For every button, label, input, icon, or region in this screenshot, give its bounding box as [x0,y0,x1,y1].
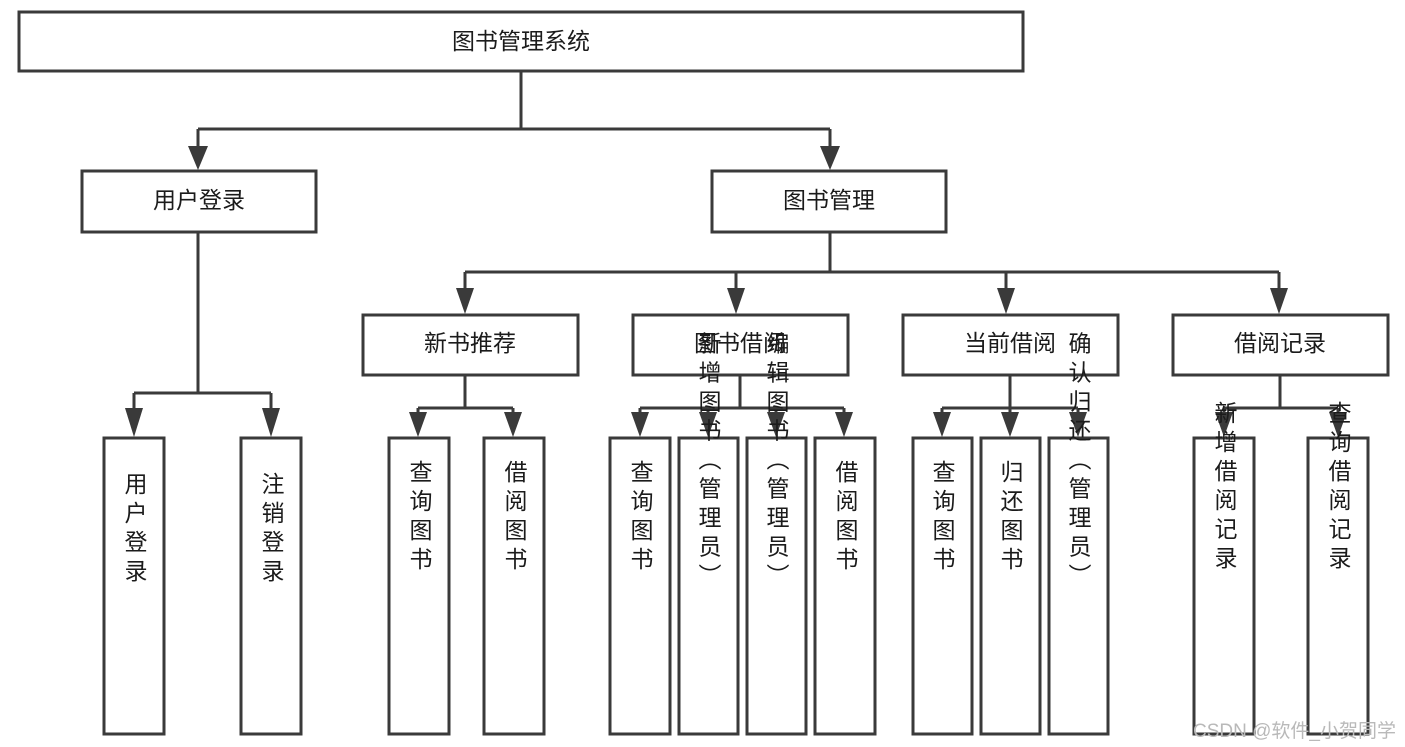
node-newbook[interactable]: 新书推荐 [361,313,580,377]
arrowhead-login [188,146,208,170]
node-bookmgmt-label: 图书管理 [783,187,875,213]
node-leaf-current-confirm-box[interactable] [1047,436,1110,736]
node-leaf-borrow-query-box[interactable] [608,436,672,736]
arrowhead-leaf-records-add [1215,412,1233,437]
node-leaf-records-add-label: 新增借阅记录 [1211,401,1238,575]
arrowhead-leaf-borrow-edit [767,412,785,437]
arrowhead-records [1270,288,1288,314]
node-leaf-borrow-lend-box[interactable] [813,436,877,736]
node-leaf-newbook-borrow-label: 借阅图书 [501,460,528,576]
node-leaf-borrow-query[interactable]: 查询图书 [608,436,672,736]
arrowhead-leaf-newbook-query [409,412,427,437]
arrowhead-newbook [456,288,474,314]
node-leaf-newbook-query-box[interactable] [387,436,451,736]
node-records-label: 借阅记录 [1234,330,1326,356]
node-current-label: 当前借阅 [964,330,1056,356]
node-borrow-box[interactable] [631,313,850,377]
node-leaf-borrow-lend[interactable]: 借阅图书 [813,436,877,736]
node-newbook-box[interactable] [361,313,580,377]
node-leaf-user-login-label: 用户登录 [121,472,148,588]
node-login[interactable]: 用户登录 [80,169,318,234]
node-leaf-newbook-query[interactable]: 查询图书 [387,436,451,736]
node-leaf-user-login-box[interactable] [102,436,166,736]
node-bookmgmt-box[interactable] [710,169,948,234]
node-root-box[interactable] [17,10,1025,73]
node-leaf-user-logout[interactable]: 注销登录 [239,436,303,736]
node-leaf-current-query-box[interactable] [911,436,974,736]
arrowhead-leaf-user-login [125,408,143,437]
connector-layer [125,72,1347,437]
node-leaf-records-query[interactable]: 查询借阅记录 [1306,401,1370,736]
node-leaf-records-add-box[interactable] [1192,436,1256,736]
node-leaf-user-logout-box[interactable] [239,436,303,736]
node-bookmgmt[interactable]: 图书管理 [710,169,948,234]
node-leaf-newbook-borrow[interactable]: 借阅图书 [482,436,546,736]
arrowhead-bookmgmt [820,146,840,170]
arrowhead-leaf-current-confirm [1069,412,1087,437]
node-leaf-current-return-box[interactable] [979,436,1042,736]
node-login-box[interactable] [80,169,318,234]
arrowhead-borrow [727,288,745,314]
node-leaf-current-query-label: 查询图书 [929,460,956,576]
node-leaf-current-confirm[interactable]: 确认归还（管理员） [1047,332,1110,736]
node-newbook-label: 新书推荐 [424,330,516,356]
node-login-label: 用户登录 [153,187,245,213]
node-leaf-borrow-lend-label: 借阅图书 [832,460,859,576]
node-leaf-borrow-edit-box[interactable] [745,436,808,736]
arrowhead-leaf-borrow-lend [835,412,853,437]
arrowhead-current [997,288,1015,314]
node-leaf-records-add[interactable]: 新增借阅记录 [1192,401,1256,736]
node-leaf-borrow-edit[interactable]: 编辑图书（管理员） [745,332,808,736]
node-current-box[interactable] [901,313,1120,377]
node-leaf-records-query-label: 查询借阅记录 [1325,401,1352,575]
arrowhead-leaf-borrow-add [699,412,717,437]
node-leaf-borrow-query-label: 查询图书 [627,460,654,576]
node-borrow-label: 图书借阅 [694,330,786,356]
node-records-box[interactable] [1171,313,1390,377]
node-leaf-newbook-query-label: 查询图书 [406,460,433,576]
node-current[interactable]: 当前借阅 [901,313,1120,377]
arrowhead-leaf-user-logout [262,408,280,437]
node-leaf-user-logout-label: 注销登录 [258,472,285,588]
node-leaf-borrow-add-box[interactable] [677,436,740,736]
node-leaf-borrow-edit-label: 编辑图书（管理员） [763,332,790,593]
arrowhead-leaf-records-query [1329,412,1347,437]
watermark-label: CSDN @软件_小贺同学 [1193,720,1396,742]
arrowhead-leaf-newbook-borrow [504,412,522,437]
node-root-label: 图书管理系统 [452,28,590,54]
node-leaf-current-query[interactable]: 查询图书 [911,436,974,736]
node-leaf-borrow-add-label: 新增图书（管理员） [695,332,722,593]
node-leaf-current-return[interactable]: 归还图书 [979,436,1042,736]
node-leaf-borrow-add[interactable]: 新增图书（管理员） [677,332,740,736]
node-leaf-current-return-label: 归还图书 [997,460,1024,576]
arrowhead-leaf-current-query [933,412,951,437]
node-leaf-user-login[interactable]: 用户登录 [102,436,166,736]
node-leaf-newbook-borrow-box[interactable] [482,436,546,736]
node-records[interactable]: 借阅记录 [1171,313,1390,377]
arrowhead-leaf-borrow-query [631,412,649,437]
node-borrow[interactable]: 图书借阅 [631,313,850,377]
arrowhead-leaf-current-return [1001,412,1019,437]
node-leaf-records-query-box[interactable] [1306,436,1370,736]
node-leaf-current-confirm-label: 确认归还（管理员） [1065,332,1092,593]
node-root[interactable]: 图书管理系统 [17,10,1025,73]
